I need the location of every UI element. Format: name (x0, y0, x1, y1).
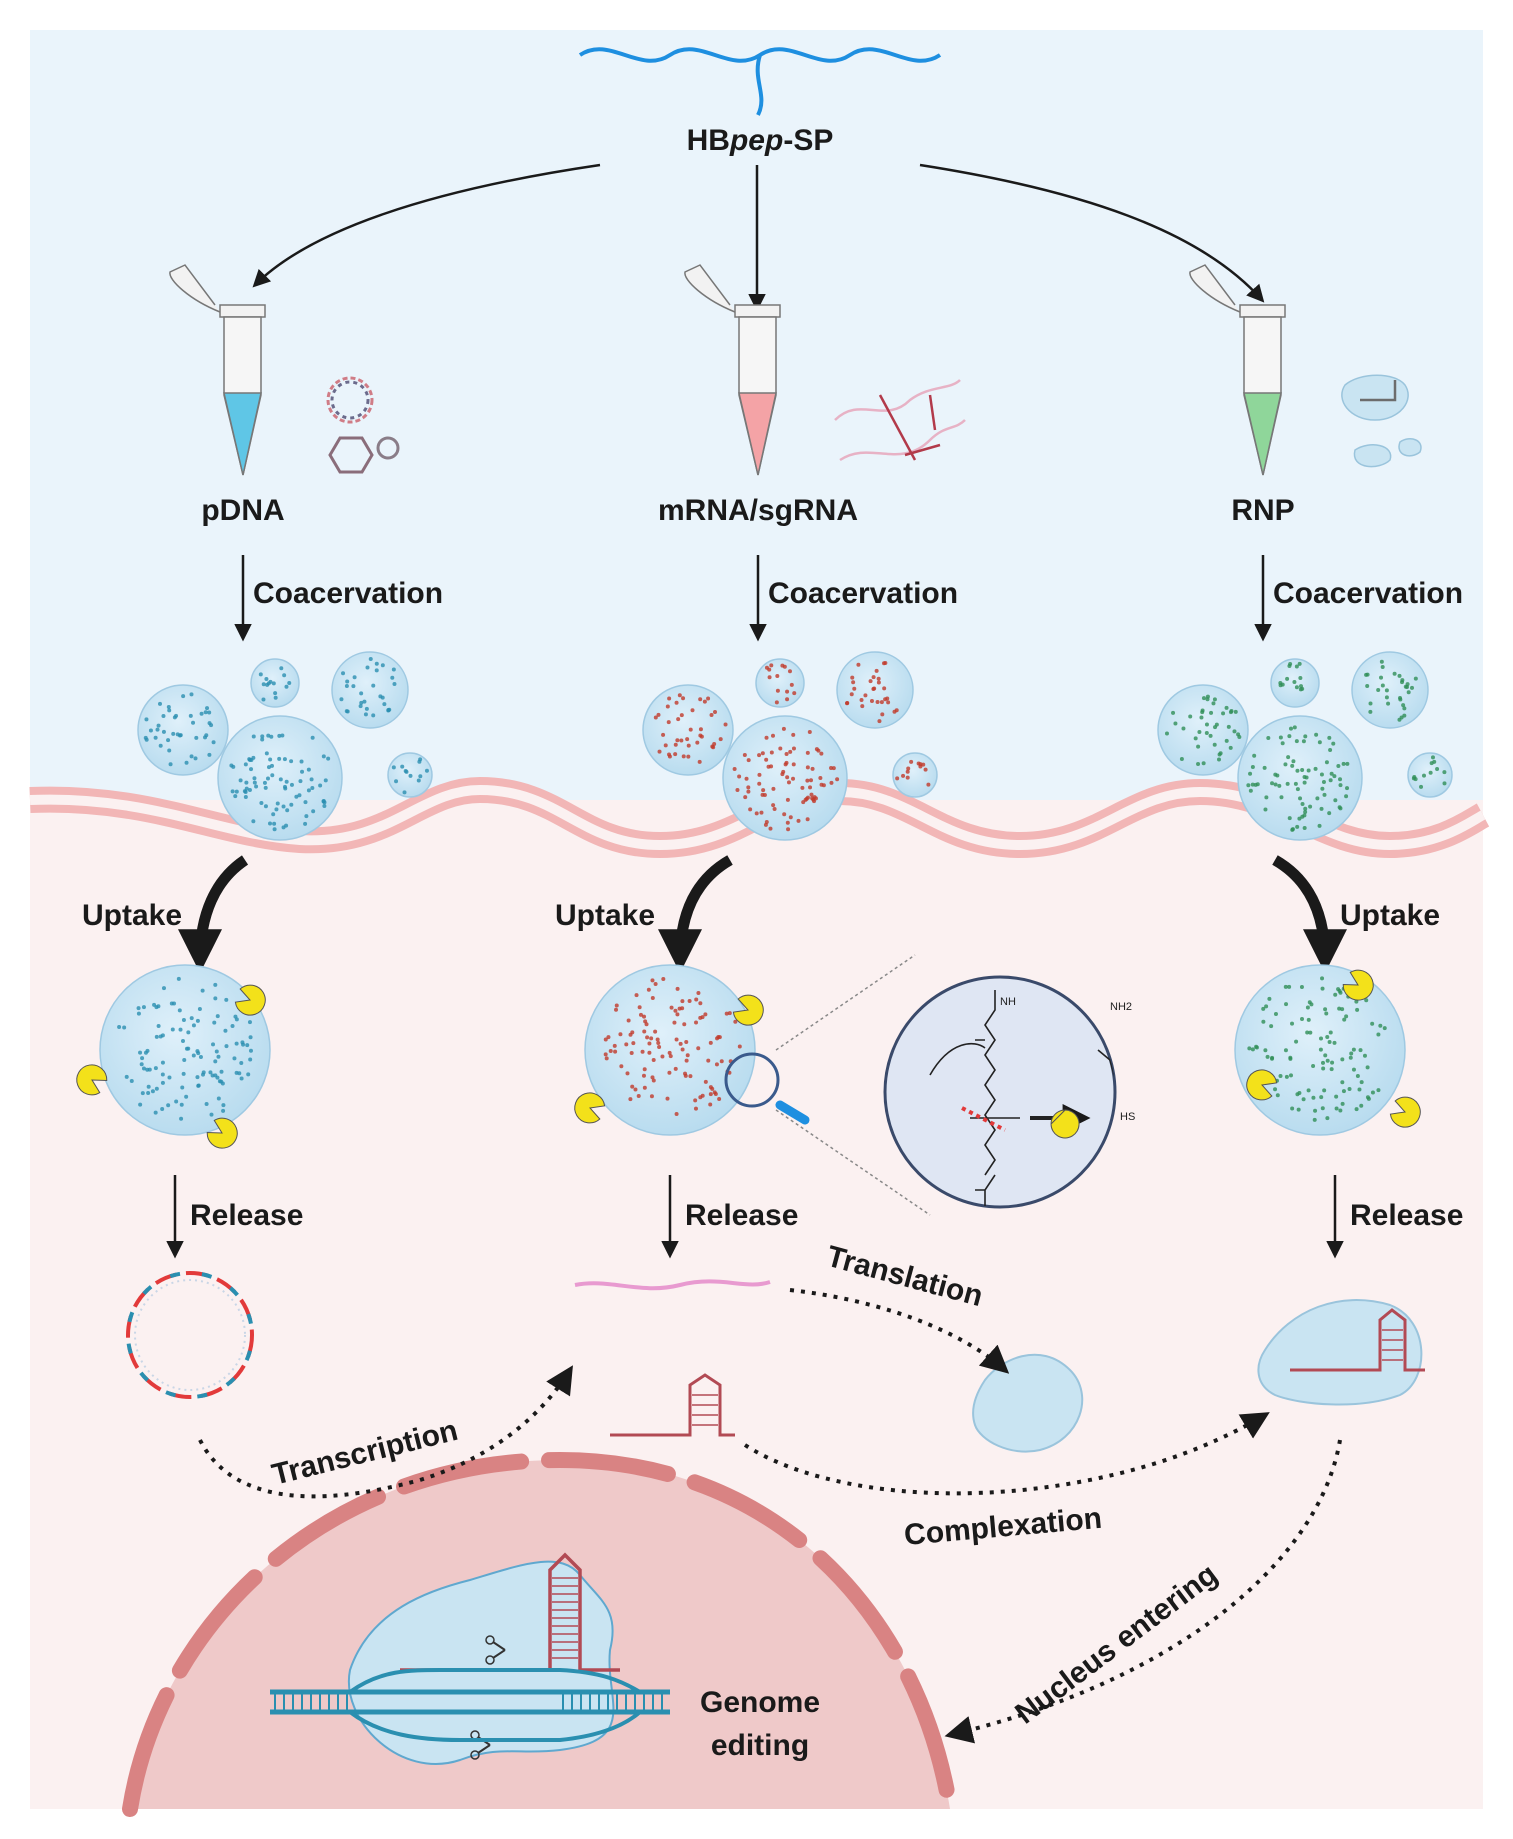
cas9-protein-icon (972, 1353, 1084, 1453)
sgrna-icon (610, 1373, 735, 1437)
arrow-nucleus-entering (944, 1439, 1342, 1744)
tube-pdna-icon (169, 264, 266, 476)
chem-nh2-label: NH2 (1110, 1001, 1132, 1013)
label-coacervation-right: Coacervation (1273, 577, 1463, 610)
arrow-to-rnp (919, 163, 1265, 303)
arrow-complexation (743, 1412, 1270, 1496)
chem-nh-label: NH (1000, 996, 1016, 1008)
label-coacervation-middle: Coacervation (768, 577, 958, 610)
coacervate-droplets (137, 651, 1453, 841)
label-release-middle: Release (685, 1199, 798, 1232)
disulfide-cleavage-inset: NH NH2 HS (883, 975, 1135, 1209)
tube-mrna-icon (684, 264, 781, 476)
arrow-uptake-left (178, 855, 249, 974)
arrow-uptake-right (1272, 855, 1347, 974)
plasmid-dna-icon (126, 1271, 254, 1399)
peptide-side-chain-icon (755, 54, 764, 116)
label-uptake-middle: Uptake (555, 899, 655, 932)
rnp-complex-icon (1341, 374, 1422, 468)
label-genome-editing-line2: editing (711, 1729, 809, 1762)
endocytosed-droplets (76, 964, 1421, 1149)
genome-editing-scene (270, 1552, 670, 1765)
tube-rnp-icon (1189, 264, 1286, 476)
arrow-to-pdna (252, 163, 601, 288)
arrow-translation (789, 1288, 1010, 1374)
label-genome-editing-line1: Genome (700, 1686, 820, 1719)
droplet-cluster (642, 651, 938, 841)
endosome-droplet (76, 964, 271, 1149)
label-uptake-left: Uptake (82, 899, 182, 932)
droplet-cluster (1157, 651, 1453, 841)
label-pdna: pDNA (201, 494, 284, 527)
released-rnp-icon (1257, 1299, 1425, 1406)
endosome-droplet (574, 964, 764, 1136)
label-coacervation-left: Coacervation (253, 577, 443, 610)
arrow-uptake-middle (658, 855, 733, 974)
zoom-callout (724, 954, 931, 1216)
droplet-cluster (137, 651, 433, 841)
label-uptake-right: Uptake (1340, 899, 1440, 932)
label-mrna-sgrna: mRNA/sgRNA (658, 494, 858, 527)
peptide-title: HBpep-SP (687, 124, 834, 157)
mrna-strand-icon (574, 1279, 771, 1291)
label-release-right: Release (1350, 1199, 1463, 1232)
rna-strands-icon (834, 379, 966, 462)
chem-hs-label: HS (1120, 1111, 1135, 1123)
label-rnp: RNP (1231, 494, 1294, 527)
plasmid-icons (326, 376, 400, 474)
arrow-transcription (198, 1365, 573, 1499)
endosome-droplet (1234, 964, 1421, 1136)
label-release-left: Release (190, 1199, 303, 1232)
